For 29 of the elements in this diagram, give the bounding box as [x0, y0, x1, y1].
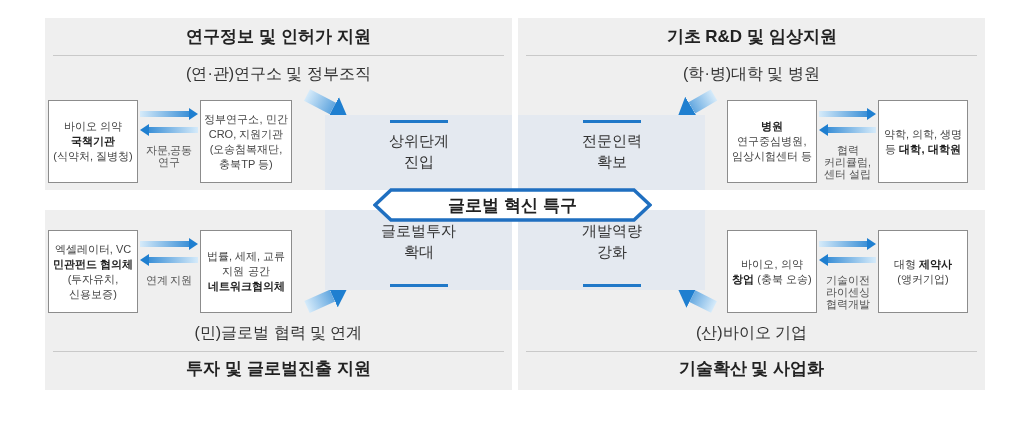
- text-box: 바이오, 의약 창업 (충북 오송): [727, 230, 817, 313]
- section-title: 투자 및 글로벌진출 지원: [185, 358, 372, 380]
- text-box: 정부연구소, 민간 CRO, 지원기관 (오송첨복재단, 충북TP 등): [200, 100, 292, 183]
- section-subtitle: (학·병)대학 및 병원: [682, 64, 821, 84]
- text-box: 바이오 의약 국책기관 (식약처, 질병청): [48, 100, 138, 183]
- arrow: [819, 124, 876, 136]
- goal-box: 상위단계 진입: [325, 115, 512, 190]
- section-subtitle: (민)글로벌 협력 및 연계: [193, 323, 364, 343]
- arrow: [140, 254, 198, 266]
- goal-box: 전문인력 확보: [518, 115, 705, 190]
- arrow: [140, 108, 198, 120]
- arrow: [819, 254, 876, 266]
- arrow: [819, 108, 876, 120]
- text-box: 법률, 세제, 교류 지원 공간 네트워크협의체: [200, 230, 292, 313]
- text-box: 병원 연구중심병원, 임상시험센터 등: [727, 100, 817, 183]
- text-box: 엑셀레이터, VC 민관펀드 협의체 (투자유치, 신용보증): [48, 230, 138, 313]
- section-title: 기술확산 및 사업화: [677, 358, 826, 380]
- section-panel: [45, 18, 512, 190]
- hexagon-banner: 글로벌 혁신 특구: [373, 188, 652, 222]
- section-subtitle: (산)바이오 기업: [694, 323, 809, 343]
- arrow: [140, 238, 198, 250]
- section-subtitle: (연·관)연구소 및 정부조직: [185, 64, 372, 84]
- arrow: [819, 238, 876, 250]
- text-box: 대형 제약사 (앵커기업): [878, 230, 968, 313]
- section-panel: [518, 18, 985, 190]
- text-box: 약학, 의학, 생명 등 대학, 대학원: [878, 100, 968, 183]
- section-title: 기초 R&D 및 임상지원: [665, 26, 838, 48]
- section-title: 연구정보 및 인허가 지원: [185, 26, 372, 48]
- arrow: [140, 124, 198, 136]
